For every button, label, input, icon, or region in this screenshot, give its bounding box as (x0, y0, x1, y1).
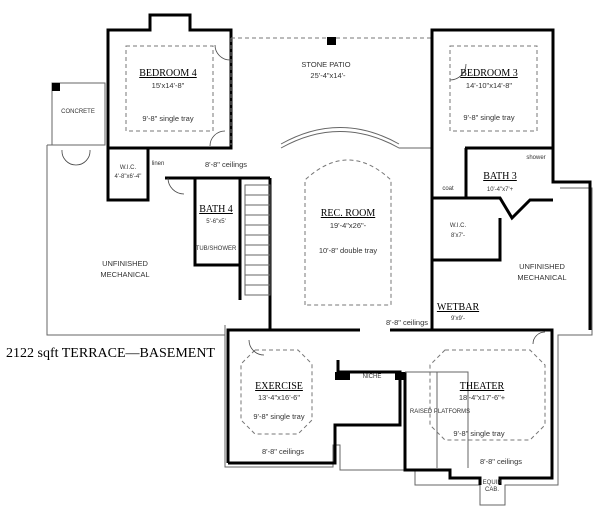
linen-label: linen (152, 161, 165, 167)
bath3-size: 10'-4"x7'+ (487, 187, 514, 193)
stairs (244, 184, 271, 296)
equip-cab-line2: CAB. (485, 487, 499, 493)
bedroom3-walls (430, 28, 592, 330)
wic-right-label: W.I.C. (450, 223, 467, 229)
coat-label: coat (442, 186, 454, 192)
center-ceiling: 8'-8" ceilings (386, 318, 428, 327)
theater-label: THEATER (460, 381, 505, 392)
stone-patio-label: STONE PATIO (301, 60, 350, 69)
bath4-label: BATH 4 (199, 204, 233, 215)
theater-ceiling: 9'-8" single tray (453, 429, 504, 438)
stone-patio-size: 25'-4"x14'- (310, 71, 346, 80)
theater-size: 18'-4"x17'-6"+ (459, 393, 506, 402)
column (52, 83, 60, 91)
concrete-pad (51, 82, 106, 146)
exercise-walls (226, 328, 402, 465)
theater-walls (390, 328, 554, 485)
bedroom3-ceiling: 9'-8" single tray (463, 113, 514, 122)
wetbar-label: WETBAR (437, 302, 480, 313)
bedroom4-label: BEDROOM 4 (139, 68, 197, 79)
wetbar-size: 9'x9'- (451, 316, 465, 322)
rec-room-label: REC. ROOM (321, 208, 376, 219)
wic-left-size: 4'-8"x6'-4" (115, 174, 142, 180)
exercise-size: 13'-4"x16'-6" (258, 393, 300, 402)
tub-shower-label: TUB/SHOWER (196, 246, 237, 252)
mech-left-line1: UNFINISHED (102, 259, 148, 268)
bedroom4-ceiling: 9'-8" single tray (142, 114, 193, 123)
exercise-ceiling2: 8'-8" ceilings (262, 447, 304, 456)
exercise-ceiling: 9'-8" single tray (253, 412, 304, 421)
exercise-label: EXERCISE (255, 381, 303, 392)
concrete-label: CONCRETE (61, 109, 95, 115)
rec-room-size: 19'-4"x26"- (330, 221, 367, 230)
mech-right-line1: UNFINISHED (519, 262, 565, 271)
equip-cab-line1: EQUIP (483, 480, 502, 486)
mech-right-line2: MECHANICAL (517, 273, 566, 282)
wic-right-size: 8'x7'- (451, 233, 465, 239)
shower-label: shower (526, 155, 545, 161)
bedroom3-size: 14'-10"x14'-8" (466, 81, 512, 90)
plan-caption: 2122 sqft TERRACE—BASEMENT (6, 346, 215, 361)
niche-label: NICHE (363, 374, 382, 380)
raised-platforms-label: RAISED PLATFORMS (410, 409, 470, 415)
bedroom3-label: BEDROOM 3 (460, 68, 518, 79)
rec-room-ceiling: 10'-8" double tray (319, 246, 378, 255)
bedroom4-size: 15'x14'-8" (152, 81, 185, 90)
bath3-label: BATH 3 (483, 171, 517, 182)
rec-room-tray (304, 159, 392, 306)
bath4-size: 5'-6"x5' (206, 219, 225, 225)
stone-patio-outline (230, 37, 432, 145)
mech-left-line2: MECHANICAL (100, 270, 149, 279)
theater-ceiling2: 8'-8" ceilings (480, 457, 522, 466)
wic-left-label: W.I.C. (120, 165, 137, 171)
hall-ceiling: 8'-8" ceilings (205, 160, 247, 169)
